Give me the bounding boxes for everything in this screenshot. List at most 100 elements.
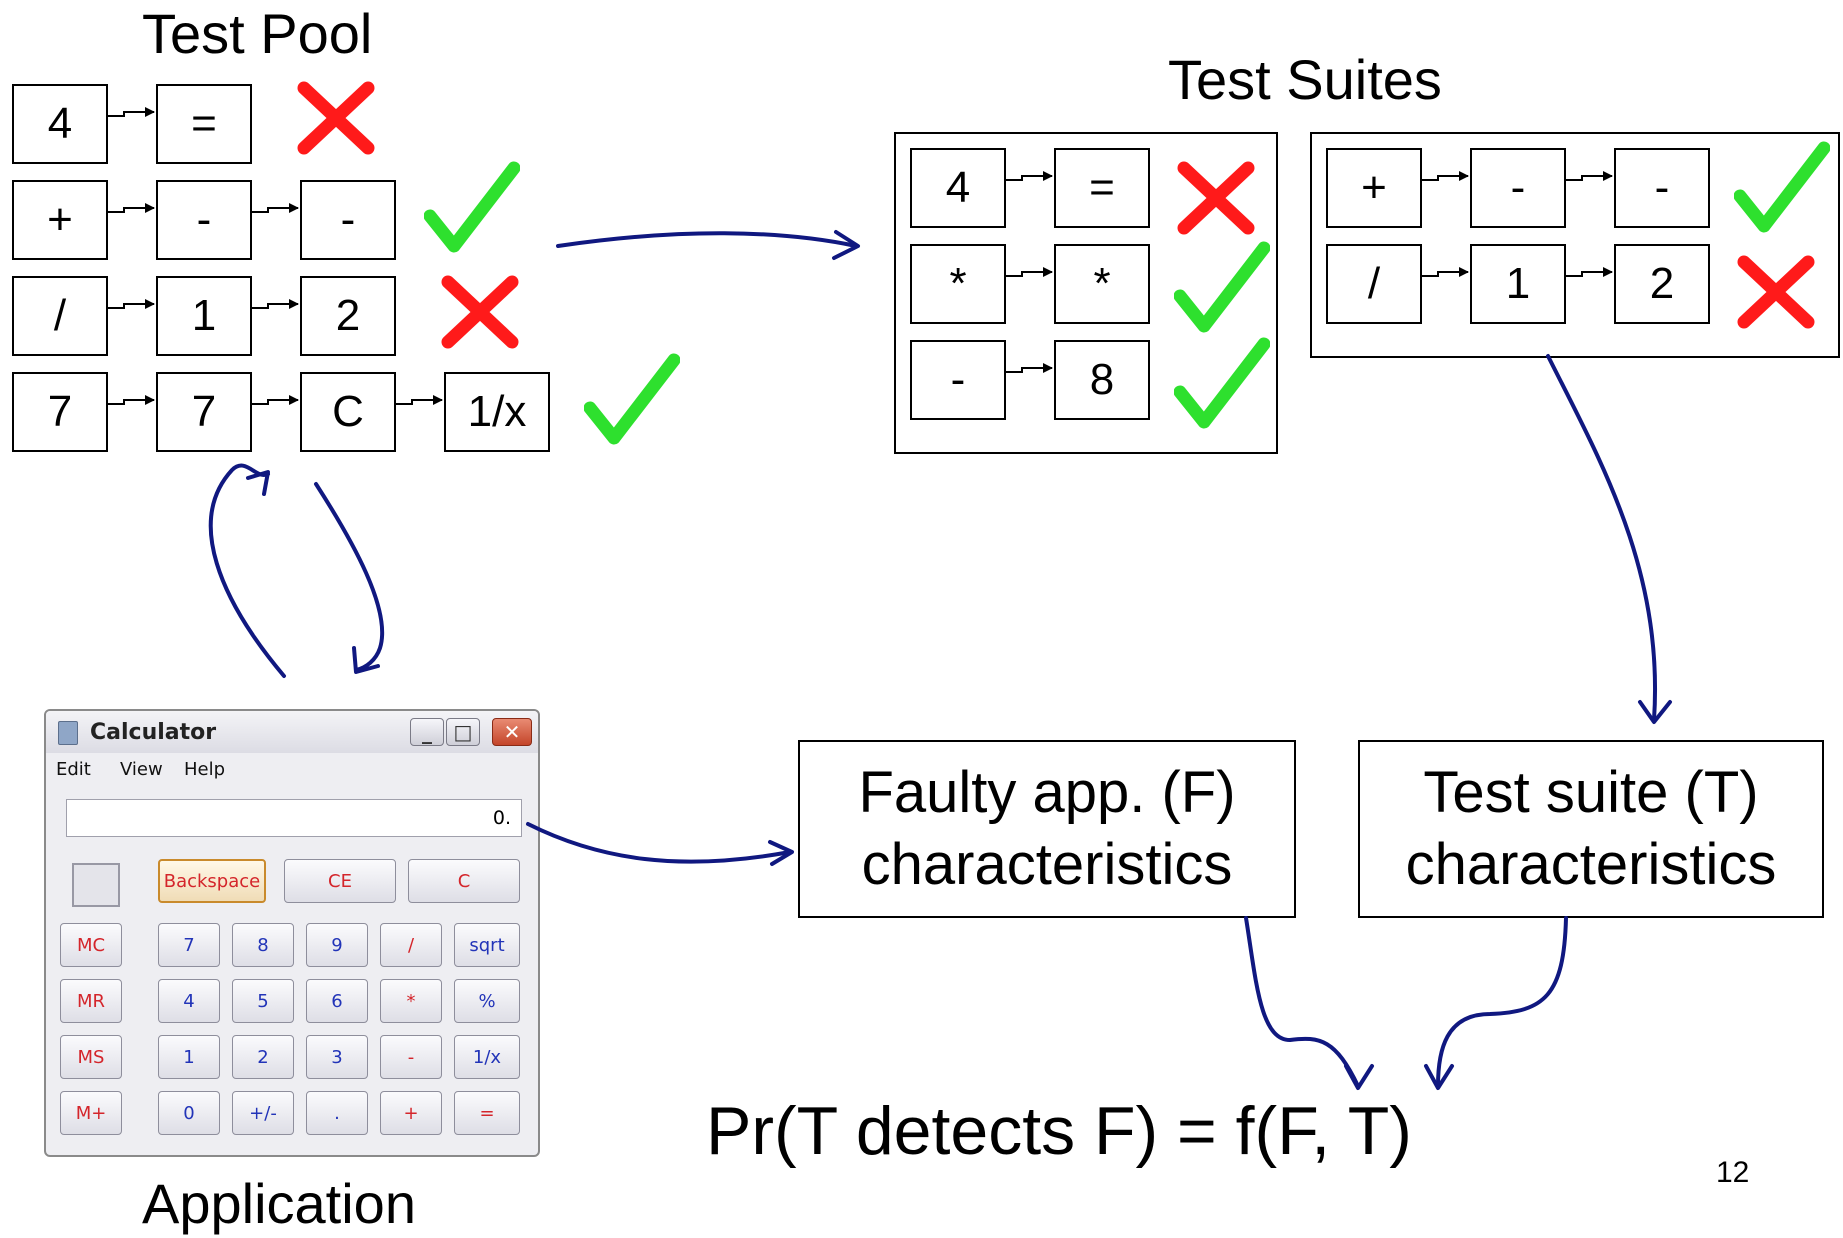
suite-step: -: [1470, 148, 1566, 228]
step-arrow: [252, 395, 299, 405]
key-minus[interactable]: -: [380, 1035, 442, 1079]
faulty-app-line2: characteristics: [861, 832, 1233, 897]
pass-check-icon: [584, 353, 680, 445]
step-arrow: [1566, 267, 1613, 277]
flow-arrow: [1546, 354, 1657, 722]
pool-step: -: [156, 180, 252, 260]
pool-step: 1: [156, 276, 252, 356]
pool-step: -: [300, 180, 396, 260]
key-8[interactable]: 8: [232, 923, 294, 967]
suite-step: -: [1614, 148, 1710, 228]
fail-cross-icon: [297, 81, 375, 155]
key-1[interactable]: 1: [158, 1035, 220, 1079]
step-arrow: [1006, 363, 1053, 373]
step-arrow: [1006, 267, 1053, 277]
test-suite-line2: characteristics: [1405, 832, 1777, 897]
fail-cross-icon: [1177, 161, 1255, 235]
key-9[interactable]: 9: [306, 923, 368, 967]
arrowhead: [246, 470, 270, 496]
suite-step: =: [1054, 148, 1150, 228]
menu-view[interactable]: View: [120, 759, 163, 780]
pool-step: 7: [156, 372, 252, 452]
flow-arrow: [526, 822, 792, 864]
suite-step: +: [1326, 148, 1422, 228]
key-multiply[interactable]: *: [380, 979, 442, 1023]
flow-arrow: [208, 463, 286, 678]
pool-step: C: [300, 372, 396, 452]
suite-step: *: [1054, 244, 1150, 324]
m-plus-button[interactable]: M+: [60, 1091, 122, 1135]
arrowhead: [832, 230, 860, 260]
flow-arrow: [314, 482, 385, 672]
pool-step: =: [156, 84, 252, 164]
suite-step: -: [910, 340, 1006, 420]
page-number: 12: [1716, 1156, 1750, 1189]
calculator-window: Calculator _ □ ✕ Edit View Help 0. Backs…: [44, 709, 540, 1157]
suite-step: 1: [1470, 244, 1566, 324]
suite-step: 4: [910, 148, 1006, 228]
step-arrow: [1566, 171, 1613, 181]
maximize-button[interactable]: □: [446, 718, 480, 746]
close-button[interactable]: ✕: [492, 718, 532, 746]
test-pool-title: Test Pool: [142, 2, 373, 65]
step-arrow: [1006, 171, 1053, 181]
step-arrow: [252, 299, 299, 309]
pool-step: 4: [12, 84, 108, 164]
key-divide[interactable]: /: [380, 923, 442, 967]
ms-button[interactable]: MS: [60, 1035, 122, 1079]
ce-button[interactable]: CE: [284, 859, 396, 903]
close-icon: ✕: [503, 720, 521, 744]
pool-step: 2: [300, 276, 396, 356]
key-decimal[interactable]: .: [306, 1091, 368, 1135]
key-7[interactable]: 7: [158, 923, 220, 967]
step-arrow: [108, 299, 155, 309]
minimize-icon: _: [422, 720, 432, 744]
mr-button[interactable]: MR: [60, 979, 122, 1023]
minimize-button[interactable]: _: [410, 718, 444, 746]
pool-step: +: [12, 180, 108, 260]
pass-check-icon: [1734, 141, 1830, 233]
pool-step: 1/x: [444, 372, 550, 452]
arrowhead: [352, 646, 380, 674]
mc-button[interactable]: MC: [60, 923, 122, 967]
key-sqrt[interactable]: sqrt: [454, 923, 520, 967]
menu-edit[interactable]: Edit: [56, 759, 91, 780]
arrowhead: [1638, 700, 1672, 724]
step-arrow: [108, 395, 155, 405]
step-arrow: [252, 203, 299, 213]
pass-check-icon: [1174, 337, 1270, 429]
calculator-app-icon: [58, 721, 78, 745]
flow-arrow: [556, 231, 858, 248]
key-percent[interactable]: %: [454, 979, 520, 1023]
key-3[interactable]: 3: [306, 1035, 368, 1079]
backspace-button[interactable]: Backspace: [158, 859, 266, 903]
pool-step: /: [12, 276, 108, 356]
key-2[interactable]: 2: [232, 1035, 294, 1079]
fail-cross-icon: [1737, 255, 1815, 329]
key-reciprocal[interactable]: 1/x: [454, 1035, 520, 1079]
pool-step: 7: [12, 372, 108, 452]
key-5[interactable]: 5: [232, 979, 294, 1023]
key-sign[interactable]: +/-: [232, 1091, 294, 1135]
step-arrow: [108, 107, 155, 117]
calculator-title: Calculator: [90, 720, 217, 745]
flow-arrow: [1244, 916, 1360, 1088]
test-suites-title: Test Suites: [1168, 48, 1442, 111]
key-4[interactable]: 4: [158, 979, 220, 1023]
application-label: Application: [142, 1172, 416, 1235]
key-6[interactable]: 6: [306, 979, 368, 1023]
c-button[interactable]: C: [408, 859, 520, 903]
suite-step: *: [910, 244, 1006, 324]
fail-cross-icon: [441, 275, 519, 349]
faulty-app-line1: Faulty app. (F): [858, 759, 1236, 825]
faulty-app-box: Faulty app. (F) characteristics: [798, 740, 1296, 918]
suite-step: 8: [1054, 340, 1150, 420]
memory-indicator: [72, 863, 120, 907]
arrowhead: [768, 840, 794, 866]
menu-help[interactable]: Help: [184, 759, 226, 780]
key-plus[interactable]: +: [380, 1091, 442, 1135]
key-0[interactable]: 0: [158, 1091, 220, 1135]
key-equals[interactable]: =: [454, 1091, 520, 1135]
